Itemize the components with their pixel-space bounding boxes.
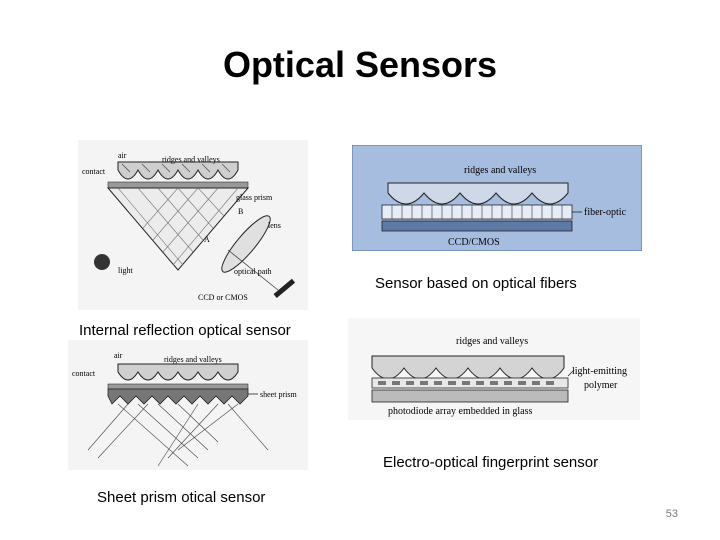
svg-text:CCD or CMOS: CCD or CMOS: [198, 293, 248, 302]
svg-text:fiber-optic: fiber-optic: [584, 207, 627, 218]
svg-text:ridges and valleys: ridges and valleys: [162, 155, 220, 164]
svg-text:light: light: [118, 266, 133, 275]
finger-ridges: [387, 182, 569, 205]
svg-text:optical path: optical path: [234, 267, 272, 276]
optical-fibers-caption: Sensor based on optical fibers: [375, 275, 577, 292]
light-source: [94, 254, 110, 270]
photodiode-array: [371, 389, 569, 403]
sheet-prism-diagram: air contact ridges and valleys sheet pri…: [68, 340, 308, 470]
electro-optical-diagram: ridges and valleys light-emitting polyme…: [348, 318, 640, 420]
finger-ridges: [117, 363, 239, 381]
svg-text:light-emitting: light-emitting: [572, 366, 627, 377]
svg-text:glass prism: glass prism: [236, 193, 273, 202]
svg-text:lens: lens: [268, 221, 281, 230]
svg-text:A: A: [204, 235, 210, 244]
svg-text:air: air: [118, 151, 127, 160]
lens: [221, 215, 271, 273]
svg-text:sheet prism: sheet prism: [260, 390, 297, 399]
svg-text:ridges and valleys: ridges and valleys: [164, 355, 222, 364]
svg-text:CCD/CMOS: CCD/CMOS: [448, 237, 500, 248]
sheet-prism: [107, 388, 249, 405]
svg-text:ridges and valleys: ridges and valleys: [456, 336, 528, 347]
ccd-cmos-layer: [381, 220, 573, 232]
prism-top: [107, 181, 249, 189]
svg-text:contact: contact: [82, 167, 106, 176]
finger-ridges: [371, 355, 565, 380]
internal-reflection-diagram: air contact ridges and valleys glass pri…: [78, 140, 308, 310]
electro-optical-caption: Electro-optical fingerprint sensor: [383, 454, 599, 471]
svg-text:B: B: [238, 207, 243, 216]
svg-text:polymer: polymer: [584, 380, 618, 391]
svg-text:photodiode array embedded in g: photodiode array embedded in glass: [388, 406, 533, 417]
slide-title: Optical Sensors: [222, 44, 498, 85]
optical-fibers-diagram: ridges and valleys fiber-optic CCD/CMOS: [352, 145, 642, 251]
internal-reflection-caption: Internal reflection optical sensor: [79, 322, 291, 339]
svg-text:contact: contact: [72, 369, 96, 378]
ccd-sensor: [273, 278, 296, 299]
sheet-top: [107, 383, 249, 390]
svg-text:ridges and valleys: ridges and valleys: [464, 165, 536, 176]
fiber-optic-layer: [381, 204, 573, 220]
sheet-prism-caption: Sheet prism otical sensor: [97, 489, 266, 506]
finger-ridges: [117, 161, 239, 180]
page-number: 53: [665, 508, 678, 520]
svg-text:air: air: [114, 351, 123, 360]
